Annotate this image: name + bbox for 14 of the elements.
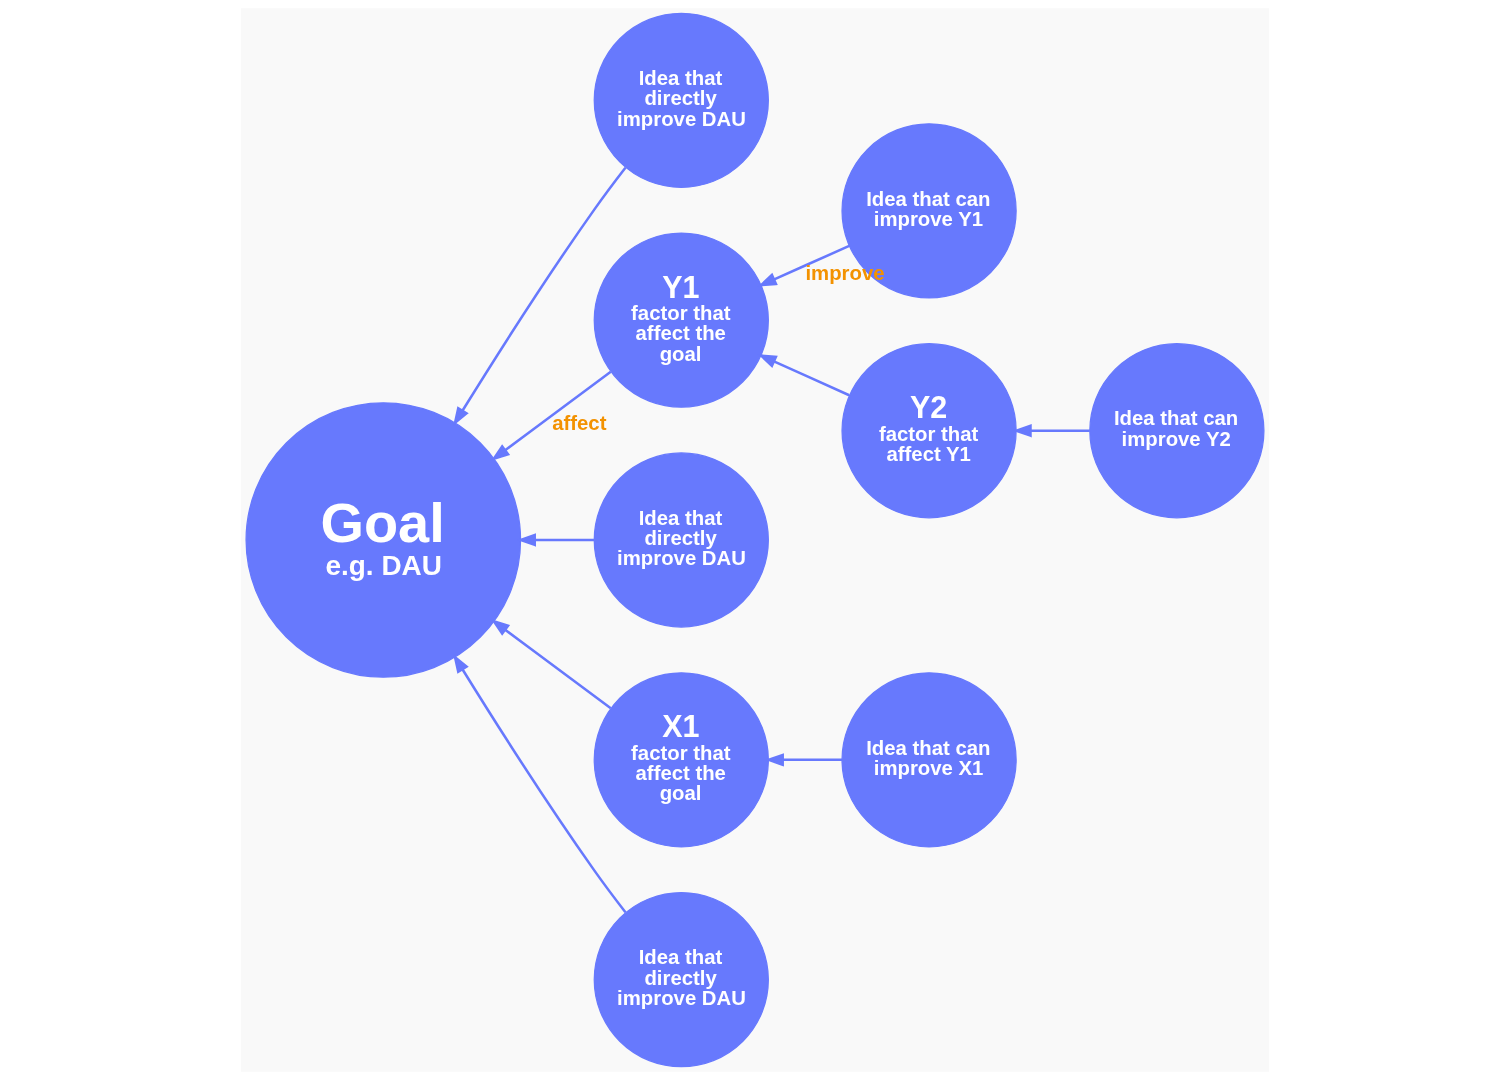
node-circle: Goal e.g. DAU: [245, 402, 522, 678]
node-circle: Idea that directly improve DAU: [593, 12, 769, 188]
edge-label: affect: [552, 412, 607, 435]
arrow: [453, 166, 627, 426]
arrow: [453, 654, 627, 914]
arrow: [490, 619, 612, 710]
node-circle: Y2 factor that affect Y1: [841, 343, 1017, 519]
node-circle: X1 factor that affect the goal: [593, 672, 769, 848]
node-circle: Idea that directly improve DAU: [593, 892, 769, 1068]
arrow: [490, 370, 612, 461]
node-circle: Idea that directly improve DAU: [593, 452, 769, 628]
node-circle: Idea that can improve Y2: [1089, 343, 1265, 519]
node-circle: Y1 factor that affect the goal: [593, 232, 769, 408]
node-circle: Idea that can improve X1: [841, 672, 1017, 848]
